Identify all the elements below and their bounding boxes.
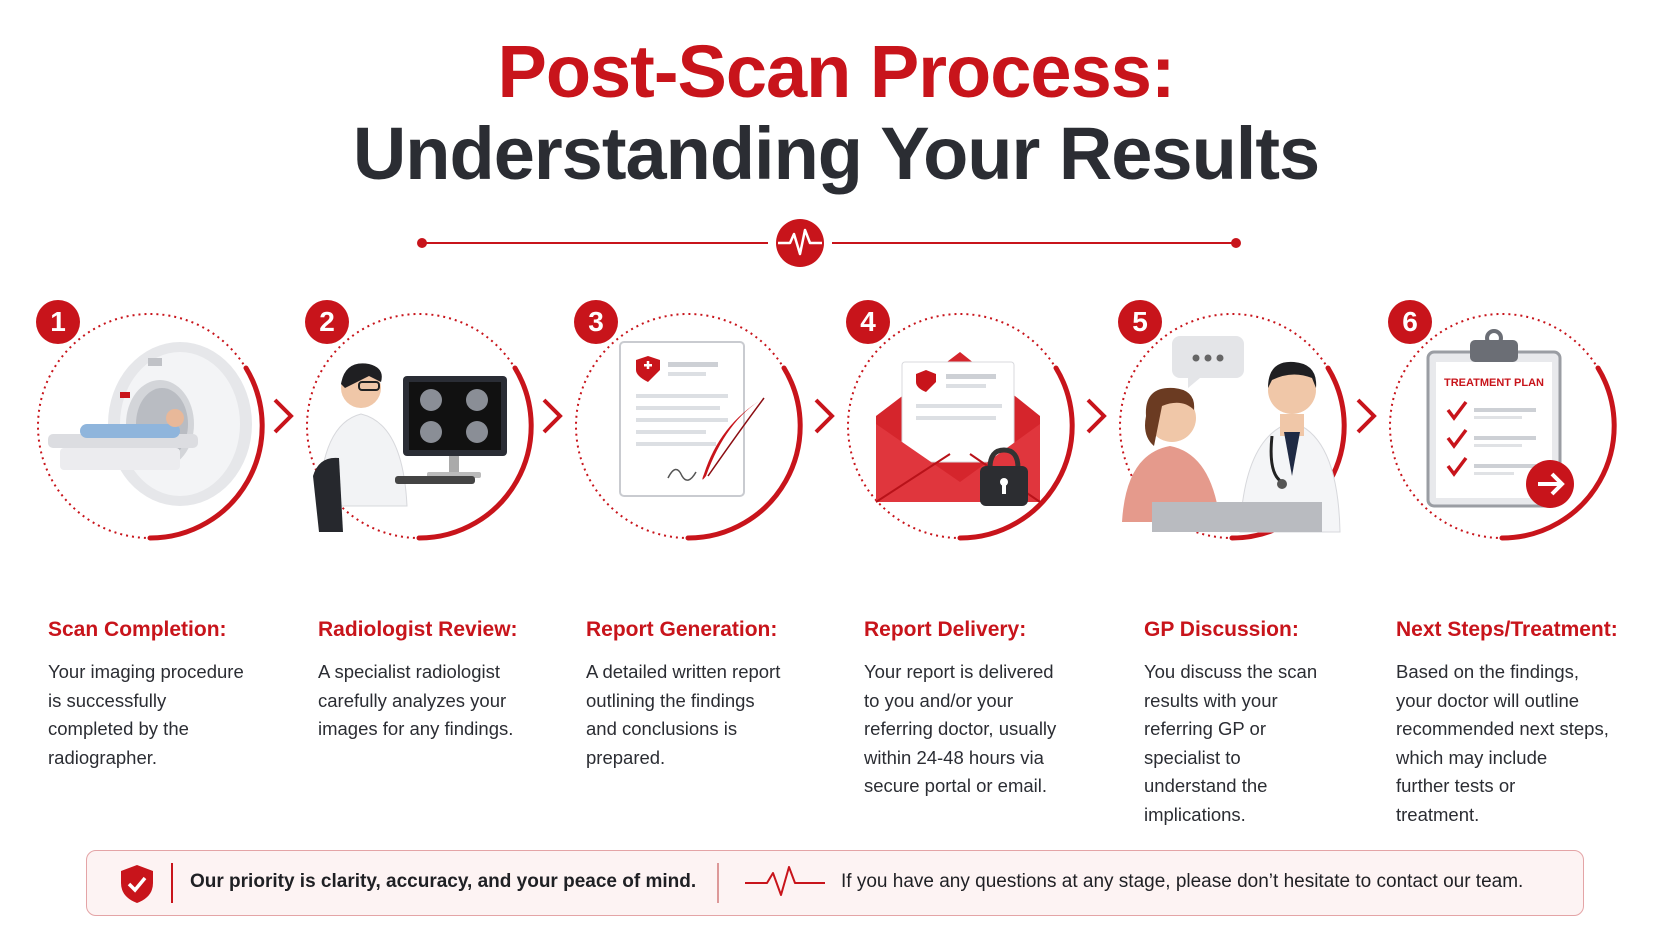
step-title: Radiologist Review: bbox=[318, 618, 518, 641]
step-circle bbox=[847, 313, 1075, 541]
footer-separator bbox=[717, 863, 719, 903]
step-circle bbox=[575, 313, 803, 541]
clipboard-label: TREATMENT PLAN bbox=[1444, 377, 1544, 389]
step-circle bbox=[306, 313, 534, 541]
chevron-right-icon bbox=[1356, 398, 1377, 434]
footer-banner: Our priority is clarity, accuracy, and y… bbox=[86, 850, 1584, 916]
step-number: 1 bbox=[36, 300, 80, 344]
heartbeat-line-icon bbox=[745, 866, 825, 896]
page-title-line1: Post-Scan Process: bbox=[497, 30, 1175, 113]
step-number: 6 bbox=[1388, 300, 1432, 344]
chevron-right-icon bbox=[1086, 398, 1107, 434]
title-divider bbox=[417, 219, 1241, 267]
step-number: 3 bbox=[574, 300, 618, 344]
step-4: 4 bbox=[814, 300, 1116, 898]
footer-separator bbox=[171, 863, 173, 903]
step-circle: TREATMENT PLAN bbox=[1389, 313, 1617, 541]
mri-scanner-icon bbox=[48, 342, 252, 506]
step-number: 5 bbox=[1118, 300, 1162, 344]
step-3: 3 bbox=[542, 300, 844, 898]
step-1: 1 bbox=[36, 300, 306, 898]
step-circle bbox=[1119, 313, 1347, 541]
step-title: Report Generation: bbox=[586, 618, 778, 641]
radiologist-monitor-icon bbox=[313, 363, 507, 532]
footer-contact-text: If you have any questions at any stage, … bbox=[841, 871, 1524, 892]
heartbeat-icon bbox=[776, 219, 824, 267]
step-title: Scan Completion: bbox=[48, 618, 227, 641]
step-2: 2 bbox=[273, 300, 575, 898]
step-description: Based on the findings,your doctor will o… bbox=[1396, 661, 1609, 825]
shield-check-icon bbox=[121, 865, 153, 903]
step-number: 2 bbox=[305, 300, 349, 344]
report-quill-icon bbox=[619, 341, 765, 497]
chevron-right-icon bbox=[273, 398, 294, 434]
step-5: 5 bbox=[1086, 300, 1388, 898]
step-circle bbox=[37, 313, 265, 541]
step-title: GP Discussion: bbox=[1144, 618, 1299, 641]
chevron-right-icon bbox=[814, 398, 835, 434]
doctor-patient-icon bbox=[1122, 336, 1341, 533]
step-title: Report Delivery: bbox=[864, 618, 1027, 641]
treatment-plan-icon: TREATMENT PLAN bbox=[1426, 329, 1574, 508]
chevron-right-icon bbox=[542, 398, 563, 434]
step-title: Next Steps/Treatment: bbox=[1396, 618, 1618, 641]
footer-priority-text: Our priority is clarity, accuracy, and y… bbox=[190, 871, 697, 892]
step-number: 4 bbox=[846, 300, 890, 344]
secure-envelope-icon bbox=[875, 352, 1041, 506]
page-title-line2: Understanding Your Results bbox=[352, 112, 1320, 195]
